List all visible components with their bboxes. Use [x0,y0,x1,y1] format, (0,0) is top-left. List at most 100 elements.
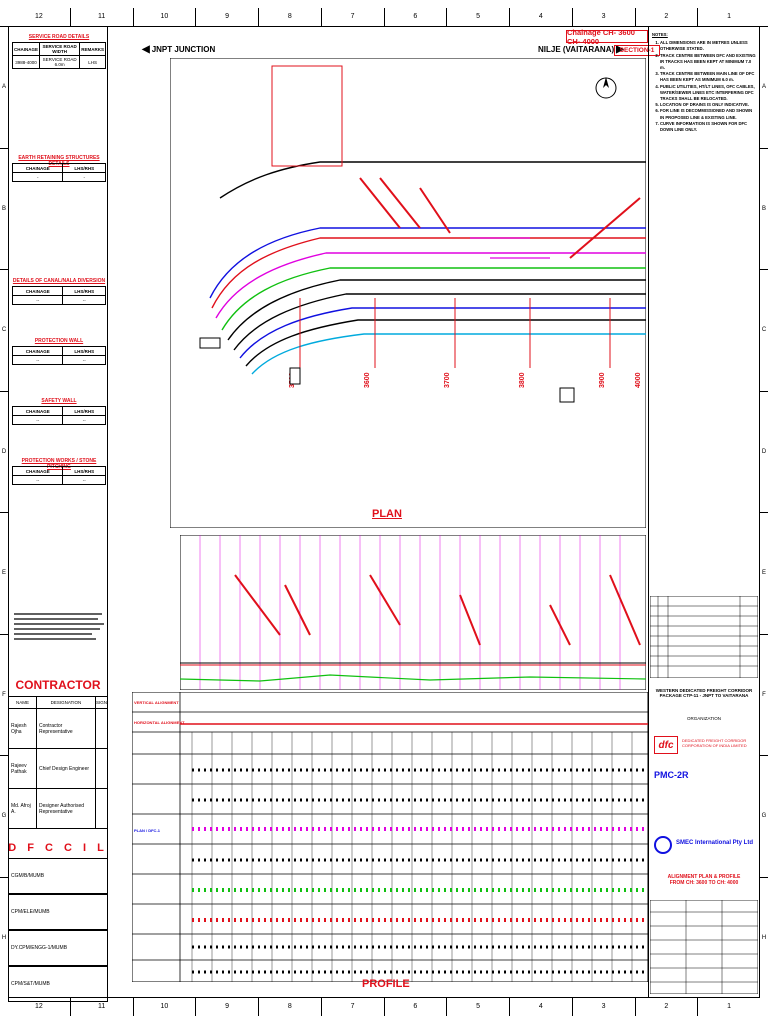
plan-label: PLAN [372,508,402,520]
direction-left-label: JNPT JUNCTION [151,45,216,54]
drawing-title: ALIGNMENT PLAN & PROFILE FROM CH: 3600 T… [648,874,760,886]
project-line: PACKAGE CTP-11 - JNPT TO VAITARANA [659,693,749,698]
ruler-label: G [760,755,768,877]
section-box: SECTION-1 [614,45,660,56]
chainage-label: 3800 [519,372,526,388]
ruler-label: 5 [446,998,509,1016]
ruler-label: C [760,269,768,391]
profile-label: PROFILE [362,978,410,990]
table-cell: -- [11,415,64,425]
smec-logo [654,836,672,854]
ruler-label: C [0,269,8,391]
ruler-label: 11 [69,8,133,26]
ruler-label: A [0,26,8,148]
ruler-label: 5 [446,8,509,26]
left-ruler: A B C D E F G H [0,26,8,998]
table-header: CHAINAGE [11,466,64,476]
ruler-label: 12 [34,13,43,20]
table-cell: -- [11,295,64,305]
left-note-lines [14,613,104,640]
ruler-label: 9 [195,8,258,26]
contractor-name: Rajeev Pathak [8,748,37,789]
ruler-label: 8 [258,998,321,1016]
ruler-label: H [760,876,768,999]
service-road-title: SERVICE ROAD DETAILS [28,34,90,40]
table-cell: -- [62,415,106,425]
chainage-label: 4000 [635,372,642,388]
chainage-box: Chainage CH- 3600 CH- 4000 [566,28,648,46]
contractor-designation: Designer Authorised Representative [36,788,96,829]
arrow-right-icon: ▶ [616,44,624,55]
dfccil-row: CGM/B/MUMB [8,858,108,894]
ruler-label: 6 [383,998,447,1016]
table-header: CHAINAGE [11,286,64,296]
chainage-label: 3900 [599,372,606,388]
pmc-logo: PMC-2R [654,770,689,780]
table-header: LHS/RHS [62,286,106,296]
arrow-left-icon: ◀ [142,44,150,55]
ruler-label: E [760,512,768,634]
contractor-title: CONTRACTOR [15,678,101,692]
note-item: LOCATION OF DRAINS IS ONLY INDICATIVE. [660,102,756,108]
ruler-label: 12 [34,1003,43,1010]
profile-row-label: HORIZONTAL ALIGNMENT [134,720,185,725]
table-header: CHAINAGE [11,406,64,416]
table-cell: - [62,172,106,182]
table-cell: -- [11,355,64,365]
ruler-label: 10 [132,998,196,1016]
table-cell: LHS [79,55,106,69]
contractor-table: NAME DESIGNATION SIGN Rajesh Ojha Contra… [8,696,109,829]
ruler-label: 11 [69,998,133,1016]
drawing-title-line: ALIGNMENT PLAN & PROFILE [667,874,741,880]
chainage-label: 3600 [364,372,371,388]
notes-title: NOTES: [652,32,668,37]
table-header: NAME [8,696,37,709]
table-cell: -- [62,295,106,305]
table-cell: -- [62,355,106,365]
table-header: LHS/RHS [62,346,106,356]
canal-diversion-title: DETAILS OF CANAL/NALA DIVERSION [12,278,106,284]
dfccil-signoff: CGM/B/MUMB CPM/ELE/MUMB DY.CPM/ENGG-1/MU… [8,858,108,1002]
ruler-label: 4 [509,8,572,26]
consultant-name: SMEC International Pty Ltd [676,840,754,846]
direction-left: ◀ JNPT JUNCTION [142,44,215,55]
ruler-label: 7 [320,998,384,1016]
table-header: REMARKS [79,42,106,56]
table-header: CHAINAGE [11,163,64,173]
dfc-logo: dfc [654,736,678,754]
direction-right-label: NILJE (VAITARANA) [538,45,615,54]
north-arrow-icon [595,77,617,99]
dfccil-title: D F C C I L [8,842,108,854]
protection-wall-title: PROTECTION WALL [34,338,84,344]
ruler-label: 10 [132,8,196,26]
table-cell: -- [11,475,64,485]
contractor-designation: Chief Design Engineer [36,748,96,789]
ruler-label: 7 [320,8,384,26]
ruler-label: H [0,876,8,999]
right-ruler: A B C D E F G H [760,26,768,998]
left-panel [8,26,108,998]
table-cell: - [11,172,64,182]
table-header: DESIGNATION [36,696,96,709]
ruler-label: F [0,633,8,756]
top-ruler: 12 11 10 9 8 7 6 5 4 3 2 1 [8,8,760,26]
note-item: ALL DIMENSIONS ARE IN METRES UNLESS OTHE… [660,40,756,52]
profile-table: VERTICAL ALIGNMENT HORIZONTAL ALIGNMENT … [132,692,648,982]
ruler-label: D [760,390,768,513]
profile-row-label: PLAN / DFC-1 [134,828,161,833]
ruler-label: E [0,512,8,634]
organization-label: ORGANIZATION [687,716,721,721]
ruler-label: 6 [383,8,447,26]
ruler-label: 3 [571,8,635,26]
project-title: WESTERN DEDICATED FREIGHT CORRIDOR PACKA… [648,688,760,698]
service-road-table: CHAINAGE SERVICE ROAD WIDTH REMARKS 3988… [11,42,106,69]
chainage-label: 3700 [444,372,451,388]
note-item: TRACK CENTRE BETWEEN MAIN LINE OF DFC HA… [660,71,756,83]
ruler-label: 8 [258,8,321,26]
direction-right: NILJE (VAITARANA) ▶ [538,44,624,55]
project-line: WESTERN DEDICATED FREIGHT CORRIDOR [655,688,753,693]
table-cell: 3988-4000 [11,55,41,69]
safety-wall-title: SAFETY WALL [41,398,77,404]
